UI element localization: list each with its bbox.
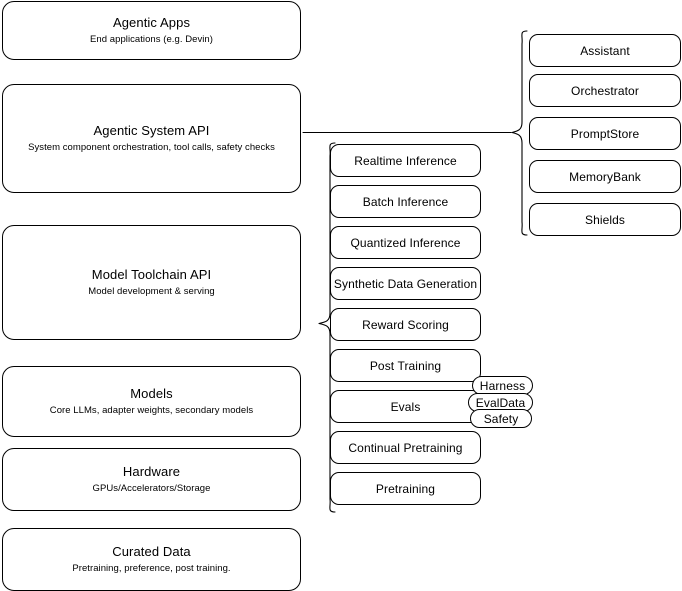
toolchain-item-label: Post Training	[369, 358, 442, 373]
layer-title: Hardware	[122, 464, 181, 479]
toolchain-item-label: Evals	[390, 399, 421, 414]
toolchain-item-evals[interactable]: Evals	[330, 390, 481, 423]
toolchain-item-label: Pretraining	[375, 481, 436, 496]
system-item-orchestrator[interactable]: Orchestrator	[529, 74, 681, 107]
layer-subtitle: System component orchestration, tool cal…	[28, 142, 275, 153]
layer-subtitle: Pretraining, preference, post training.	[72, 563, 231, 574]
layer-hardware[interactable]: Hardware GPUs/Accelerators/Storage	[2, 448, 301, 511]
eval-tag-label: Safety	[483, 411, 519, 426]
layer-subtitle: Model development & serving	[88, 286, 215, 297]
toolchain-item-quantized-inference[interactable]: Quantized Inference	[330, 226, 481, 259]
system-item-assistant[interactable]: Assistant	[529, 34, 681, 67]
system-item-label: PromptStore	[570, 126, 640, 141]
toolchain-item-reward-scoring[interactable]: Reward Scoring	[330, 308, 481, 341]
system-item-shields[interactable]: Shields	[529, 203, 681, 236]
system-item-label: Assistant	[580, 43, 630, 58]
layer-title: Curated Data	[112, 544, 191, 559]
toolchain-item-label: Continual Pretraining	[348, 440, 463, 455]
toolchain-item-continual-pretraining[interactable]: Continual Pretraining	[330, 431, 481, 464]
toolchain-item-post-training[interactable]: Post Training	[330, 349, 481, 382]
layer-subtitle: End applications (e.g. Devin)	[90, 34, 213, 45]
layer-curated-data[interactable]: Curated Data Pretraining, preference, po…	[2, 528, 301, 591]
layer-title: Models	[130, 386, 173, 401]
system-item-memorybank[interactable]: MemoryBank	[529, 160, 681, 193]
layer-title: Agentic Apps	[112, 15, 191, 30]
toolchain-item-pretraining[interactable]: Pretraining	[330, 472, 481, 505]
toolchain-item-realtime-inference[interactable]: Realtime Inference	[330, 144, 481, 177]
layer-agentic-apps[interactable]: Agentic Apps End applications (e.g. Devi…	[2, 1, 301, 60]
toolchain-item-batch-inference[interactable]: Batch Inference	[330, 185, 481, 218]
layer-title: Model Toolchain API	[91, 267, 212, 282]
eval-tag-label: Harness	[479, 378, 526, 393]
toolchain-item-label: Realtime Inference	[354, 153, 457, 168]
eval-tag-safety[interactable]: Safety	[470, 409, 532, 428]
toolchain-item-label: Batch Inference	[362, 194, 449, 209]
system-item-promptstore[interactable]: PromptStore	[529, 117, 681, 150]
system-item-label: MemoryBank	[569, 169, 641, 184]
layer-title: Agentic System API	[93, 123, 210, 138]
eval-tag-label: EvalData	[475, 395, 526, 410]
toolchain-item-label: Quantized Inference	[350, 235, 461, 250]
right-brace	[511, 30, 528, 236]
system-item-label: Orchestrator	[571, 83, 639, 98]
layer-agentic-system-api[interactable]: Agentic System API System component orch…	[2, 84, 301, 193]
layer-subtitle: GPUs/Accelerators/Storage	[92, 483, 211, 494]
layer-subtitle: Core LLMs, adapter weights, secondary mo…	[49, 405, 254, 416]
toolchain-item-label: Reward Scoring	[362, 317, 449, 332]
toolchain-item-synthetic-data-generation[interactable]: Synthetic Data Generation	[330, 267, 481, 300]
layer-model-toolchain-api[interactable]: Model Toolchain API Model development & …	[2, 225, 301, 340]
toolchain-item-label: Synthetic Data Generation	[333, 276, 478, 291]
layer-models[interactable]: Models Core LLMs, adapter weights, secon…	[2, 366, 301, 437]
system-item-label: Shields	[584, 212, 626, 227]
